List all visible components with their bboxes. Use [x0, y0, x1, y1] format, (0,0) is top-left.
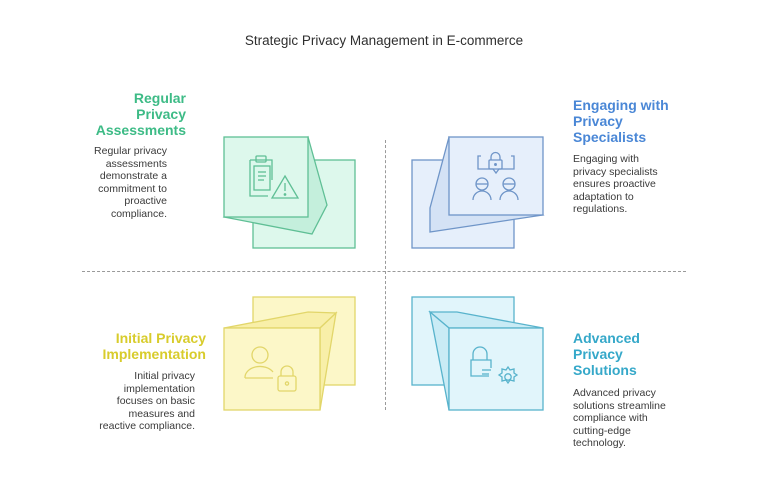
user-lock-icon: [244, 346, 297, 392]
cube-engaging-with-privacy-specialists: [411, 135, 545, 249]
description-initial-privacy-implementation: Initial privacy implementation focuses o…: [99, 370, 195, 432]
lock-gear-icon: [470, 346, 519, 385]
clipboard-warning-icon: [249, 155, 300, 199]
cube-initial-privacy-implementation: [223, 296, 356, 411]
heading-engaging-with-privacy-specialists: Engaging with Privacy Specialists: [573, 97, 669, 145]
description-regular-privacy-assessments: Regular privacy assessments demonstrate …: [94, 145, 167, 220]
vertical-divider: [385, 140, 386, 410]
heading-regular-privacy-assessments: Regular Privacy Assessments: [95, 90, 186, 138]
heading-initial-privacy-implementation: Initial Privacy Implementation: [102, 330, 206, 362]
heading-advanced-privacy-solutions: Advanced Privacy Solutions: [573, 330, 640, 378]
description-engaging-with-privacy-specialists: Engaging with privacy specialists ensure…: [573, 153, 658, 215]
description-advanced-privacy-solutions: Advanced privacy solutions streamline co…: [573, 387, 666, 449]
horizontal-divider: [82, 271, 686, 272]
cube-regular-privacy-assessments: [222, 135, 356, 249]
cube-advanced-privacy-solutions: [411, 296, 544, 411]
specialists-lock-chat-icon: [472, 151, 519, 201]
page-title: Strategic Privacy Management in E-commer…: [244, 33, 524, 48]
